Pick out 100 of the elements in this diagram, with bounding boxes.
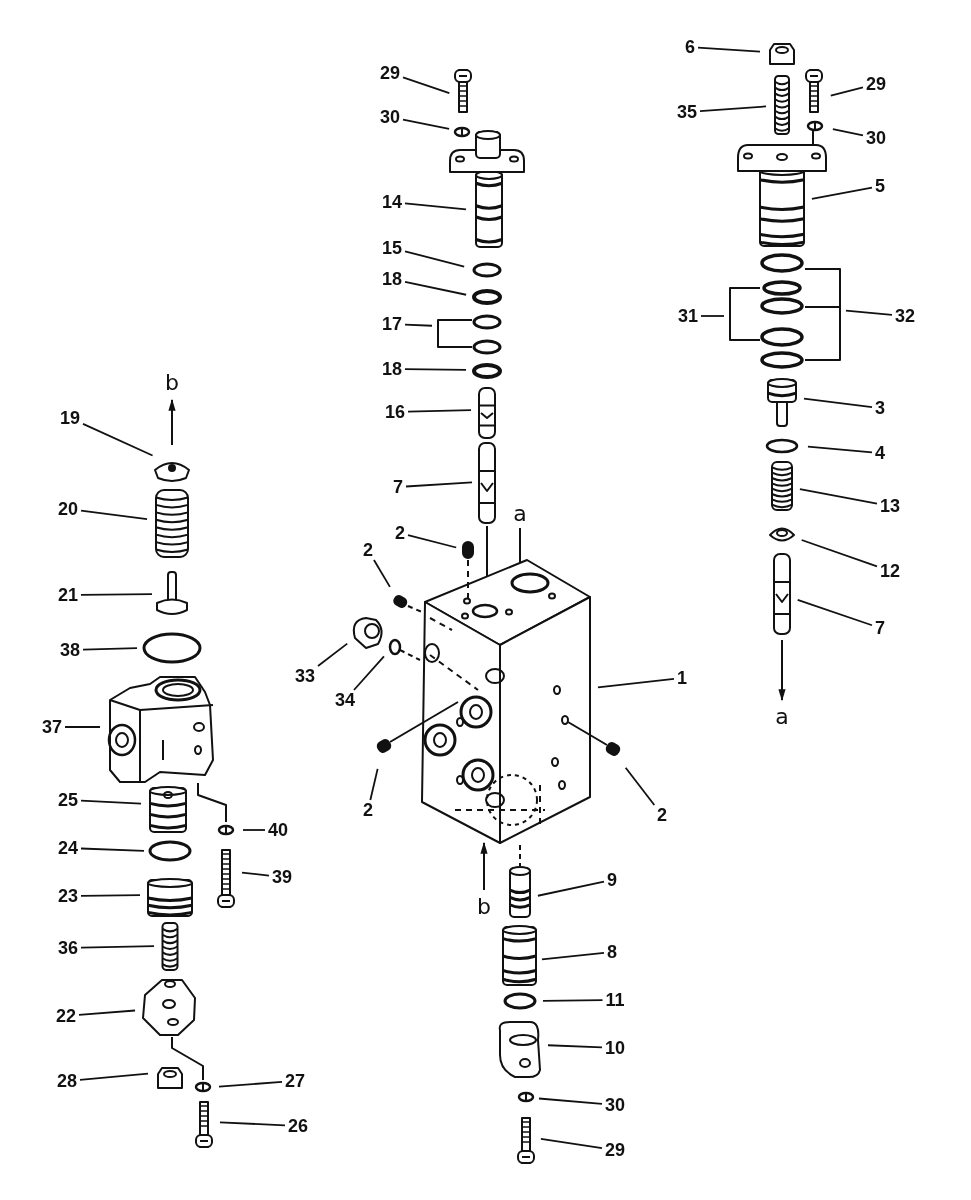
- callout-number: 30: [604, 1096, 626, 1114]
- leader-line: [404, 368, 467, 371]
- leader-line: [405, 481, 473, 488]
- leader-line: [536, 880, 605, 897]
- leader-line: [624, 766, 656, 806]
- leader-line: [219, 1121, 286, 1127]
- callout-number: 3: [874, 399, 886, 417]
- callout-number: 8: [606, 943, 618, 961]
- callout-number: 4: [874, 444, 886, 462]
- callout-number: 19: [59, 409, 81, 427]
- callout-number: 29: [379, 64, 401, 82]
- callout-number: 21: [57, 586, 79, 604]
- leader-line: [404, 202, 467, 211]
- leader-line: [80, 799, 142, 805]
- callout-number: 29: [865, 75, 887, 93]
- callout-number: 11: [604, 991, 626, 1009]
- callout-number: 39: [271, 868, 293, 886]
- leader-line: [803, 397, 873, 408]
- callout-number: 24: [57, 839, 79, 857]
- leader-line: [542, 999, 604, 1002]
- leader-line: [82, 423, 154, 457]
- port-letter: b: [477, 896, 491, 918]
- callout-number: 34: [334, 691, 356, 709]
- callout-number: 30: [379, 108, 401, 126]
- callout-number: 28: [56, 1072, 78, 1090]
- callout-number: 31: [677, 307, 699, 325]
- leader-line: [800, 539, 878, 568]
- leader-line: [845, 309, 893, 316]
- callout-number: 20: [57, 500, 79, 518]
- callout-number: 40: [267, 821, 289, 839]
- callout-number: 6: [684, 38, 696, 56]
- leader-line: [796, 599, 873, 627]
- callout-number: 35: [676, 103, 698, 121]
- callout-number: 1: [676, 669, 688, 687]
- callout-number: 32: [894, 307, 916, 325]
- callout-number: 9: [606, 871, 618, 889]
- leader-line: [402, 118, 450, 130]
- callout-number: 29: [604, 1141, 626, 1159]
- leader-line: [218, 1081, 283, 1088]
- leader-line: [541, 951, 605, 961]
- callout-number: 10: [604, 1039, 626, 1057]
- callout-number: 27: [284, 1072, 306, 1090]
- leader-line: [369, 767, 379, 801]
- leader-line: [807, 445, 873, 454]
- leader-line: [80, 894, 141, 897]
- leader-line: [404, 250, 466, 268]
- callout-number: 7: [874, 619, 886, 637]
- callout-number: 30: [865, 129, 887, 147]
- callout-number: 2: [362, 801, 374, 819]
- callout-number: 36: [57, 939, 79, 957]
- callout-number: 38: [59, 641, 81, 659]
- callout-number: 33: [294, 667, 316, 685]
- leader-line: [700, 315, 725, 317]
- callout-number: 13: [879, 497, 901, 515]
- leader-line: [80, 945, 155, 949]
- callout-number: 18: [381, 270, 403, 288]
- callout-number: 17: [381, 315, 403, 333]
- leader-line: [404, 323, 433, 327]
- leader-line: [82, 647, 138, 651]
- leader-line: [811, 186, 873, 200]
- leader-line: [80, 847, 145, 852]
- leader-line: [402, 76, 451, 94]
- callout-number: 12: [879, 562, 901, 580]
- callout-number: 22: [55, 1007, 77, 1025]
- callout-number: 16: [384, 403, 406, 421]
- callout-number: 5: [874, 177, 886, 195]
- leader-line: [64, 726, 101, 728]
- leader-line: [317, 642, 349, 667]
- leader-line: [79, 1072, 149, 1081]
- callout-number: 7: [392, 478, 404, 496]
- callout-number: 2: [362, 541, 374, 559]
- leader-line: [799, 488, 878, 505]
- leader-line: [832, 128, 864, 137]
- leader-line: [829, 86, 864, 97]
- callout-number: 18: [381, 360, 403, 378]
- leader-line: [373, 559, 391, 588]
- callout-number: 26: [287, 1117, 309, 1135]
- leader-line: [404, 280, 468, 296]
- port-letter: a: [513, 503, 527, 525]
- leader-line: [80, 593, 153, 596]
- callout-number: 14: [381, 193, 403, 211]
- callout-number: 2: [656, 806, 668, 824]
- leader-line: [407, 534, 458, 549]
- callout-number: 23: [57, 887, 79, 905]
- leader-line: [538, 1097, 603, 1105]
- port-letter: b: [165, 372, 179, 394]
- leader-line: [699, 105, 767, 112]
- callout-number: 37: [41, 718, 63, 736]
- leader-line: [80, 509, 148, 521]
- leader-line: [540, 1138, 603, 1149]
- leader-line: [697, 46, 761, 53]
- leader-line: [597, 678, 675, 689]
- leader-line: [242, 829, 266, 831]
- leader-line: [353, 655, 385, 691]
- leader-line: [547, 1044, 603, 1049]
- callout-number: 15: [381, 239, 403, 257]
- leader-line: [78, 1009, 136, 1016]
- callout-number: 2: [394, 524, 406, 542]
- leader-line: [407, 409, 472, 413]
- leader-line: [241, 871, 270, 877]
